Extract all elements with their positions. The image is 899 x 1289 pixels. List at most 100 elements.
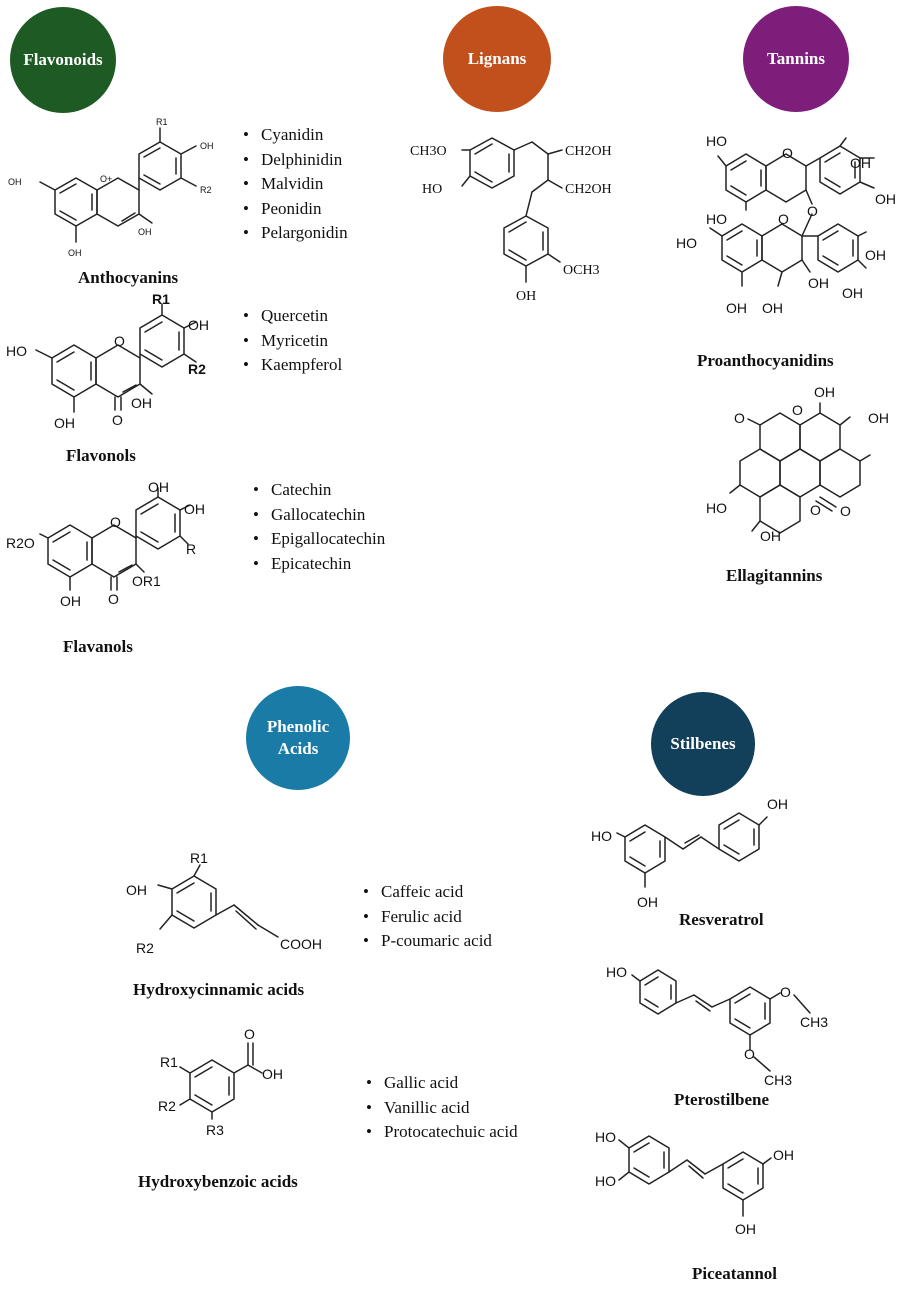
- stilbenes-label: Stilbenes: [670, 734, 736, 753]
- atom-oh: OH: [184, 501, 205, 517]
- atom-r2: R2: [136, 940, 154, 956]
- atom-oh: OH: [516, 289, 536, 304]
- atom-ch3o: CH3O: [410, 144, 447, 159]
- atom-o: O: [112, 412, 123, 428]
- flavonols-structure: O R1 OH R2 HO OH O OH: [6, 291, 209, 431]
- atom-cooh: COOH: [280, 936, 322, 952]
- pterostilbene-structure: HO O CH3 O CH3: [606, 964, 828, 1088]
- flavonoids-label: Flavonoids: [23, 50, 103, 69]
- hydroxybenzoic-structure: O OH R1 R2 R3: [158, 1026, 283, 1138]
- atom-oh: OH: [188, 317, 209, 333]
- flavanols-structure: O OH OH R R2O OH O OR1: [6, 479, 205, 609]
- anthocyanins-name: Anthocyanins: [78, 268, 179, 287]
- atom-oh: OH: [8, 177, 22, 187]
- atom-ho: HO: [591, 828, 612, 844]
- list-item: Peonidin: [243, 197, 348, 222]
- piceatannol-name: Piceatannol: [692, 1264, 777, 1283]
- proanthocyanidins-structure: HO HO O OH OH O O HO OH OH OH OH OH: [676, 133, 896, 316]
- anthocyanins-structure: O+ R1 OH R2 OH OH OH: [8, 117, 214, 258]
- flavanols-examples: Catechin Gallocatechin Epigallocatechin …: [253, 478, 385, 576]
- list-item: Cyanidin: [243, 123, 348, 148]
- atom-o: O: [807, 203, 818, 219]
- piceatannol-structure: HO HO OH OH: [595, 1129, 794, 1237]
- atom-ho: HO: [422, 182, 442, 197]
- list-item: P-coumaric acid: [363, 929, 492, 954]
- tannins-label: Tannins: [767, 49, 825, 68]
- atom-o: O: [840, 503, 851, 519]
- atom-o: O: [108, 591, 119, 607]
- hydroxycinnamic-structure: OH R1 R2 COOH: [126, 850, 322, 956]
- atom-r2o: R2O: [6, 535, 35, 551]
- list-item: Pelargonidin: [243, 221, 348, 246]
- phenolic-acids-label: Phenolic Acids: [266, 717, 330, 758]
- phenolic-acids-circle: Phenolic Acids: [246, 686, 350, 790]
- atom-oh: OH: [842, 285, 863, 301]
- atom-oh: OH: [637, 894, 658, 910]
- atom-o: O: [780, 984, 791, 1000]
- atom-r1: R1: [160, 1054, 178, 1070]
- hydroxybenzoic-examples: Gallic acid Vanillic acid Protocatechuic…: [366, 1071, 518, 1145]
- atom-oh: OH: [60, 593, 81, 609]
- list-item: Caffeic acid: [363, 880, 492, 905]
- pterostilbene-name: Pterostilbene: [674, 1090, 770, 1109]
- atom-r1: R1: [156, 117, 168, 127]
- hydroxybenzoic-name: Hydroxybenzoic acids: [138, 1172, 298, 1191]
- atom-oh: OH: [875, 191, 896, 207]
- atom-o: O: [244, 1026, 255, 1042]
- atom-oh: OH: [126, 882, 147, 898]
- flavonoids-circle: Flavonoids: [10, 7, 116, 113]
- atom-ho: HO: [595, 1129, 616, 1145]
- flavanols-name: Flavanols: [63, 637, 133, 656]
- list-item: Gallic acid: [366, 1071, 518, 1096]
- atom-oh: OH: [262, 1066, 283, 1082]
- resveratrol-structure: HO OH OH: [591, 796, 788, 910]
- atom-oh: OH: [726, 300, 747, 316]
- flavonols-examples: Quercetin Myricetin Kaempferol: [243, 304, 342, 378]
- lignan-structure: CH3O HO CH2OH CH2OH OCH3 OH: [410, 137, 612, 304]
- atom-r1: R1: [190, 850, 208, 866]
- atom-oh: OH: [767, 796, 788, 812]
- atom-o: O: [792, 402, 803, 418]
- atom-oh: OH: [138, 227, 152, 237]
- atom-ho: HO: [606, 964, 627, 980]
- hydroxycinnamic-examples: Caffeic acid Ferulic acid P-coumaric aci…: [363, 880, 492, 954]
- proanthocyanidins-name: Proanthocyanidins: [697, 351, 834, 370]
- atom-ho: HO: [706, 500, 727, 516]
- atom-o: O: [782, 145, 793, 161]
- atom-oh: OH: [131, 395, 152, 411]
- atom-or1: OR1: [132, 573, 161, 589]
- list-item: Epicatechin: [253, 552, 385, 577]
- ellagitannins-structure: O O OH OH HO OH O O: [706, 384, 889, 544]
- atom-ch2oh: CH2OH: [565, 182, 612, 197]
- atom-r2: R2: [158, 1098, 176, 1114]
- atom-oh: OH: [68, 248, 82, 258]
- ellagitannins-name: Ellagitannins: [726, 566, 823, 585]
- stilbenes-circle: Stilbenes: [651, 692, 755, 796]
- atom-ho: HO: [676, 235, 697, 251]
- list-item: Protocatechuic acid: [366, 1120, 518, 1145]
- list-item: Catechin: [253, 478, 385, 503]
- atom-ho: HO: [706, 211, 727, 227]
- atom-r2: R2: [188, 361, 206, 377]
- list-item: Kaempferol: [243, 353, 342, 378]
- list-item: Vanillic acid: [366, 1096, 518, 1121]
- anthocyanins-examples: Cyanidin Delphinidin Malvidin Peonidin P…: [243, 123, 348, 246]
- tannins-circle: Tannins: [743, 6, 849, 112]
- atom-oh: OH: [735, 1221, 756, 1237]
- atom-ch3: CH3: [800, 1014, 828, 1030]
- atom-o: O: [778, 211, 789, 227]
- list-item: Ferulic acid: [363, 905, 492, 930]
- atom-ch3: CH3: [764, 1072, 792, 1088]
- atom-r2: R2: [200, 185, 212, 195]
- list-item: Myricetin: [243, 329, 342, 354]
- atom-oh: OH: [54, 415, 75, 431]
- atom-ch2oh: CH2OH: [565, 144, 612, 159]
- list-item: Epigallocatechin: [253, 527, 385, 552]
- list-item: Gallocatechin: [253, 503, 385, 528]
- atom-r: R: [186, 541, 196, 557]
- atom-oh: OH: [814, 384, 835, 400]
- atom-r1: R1: [152, 291, 170, 307]
- atom-ho: HO: [706, 133, 727, 149]
- lignans-label: Lignans: [467, 49, 527, 68]
- atom-och3: OCH3: [563, 263, 600, 278]
